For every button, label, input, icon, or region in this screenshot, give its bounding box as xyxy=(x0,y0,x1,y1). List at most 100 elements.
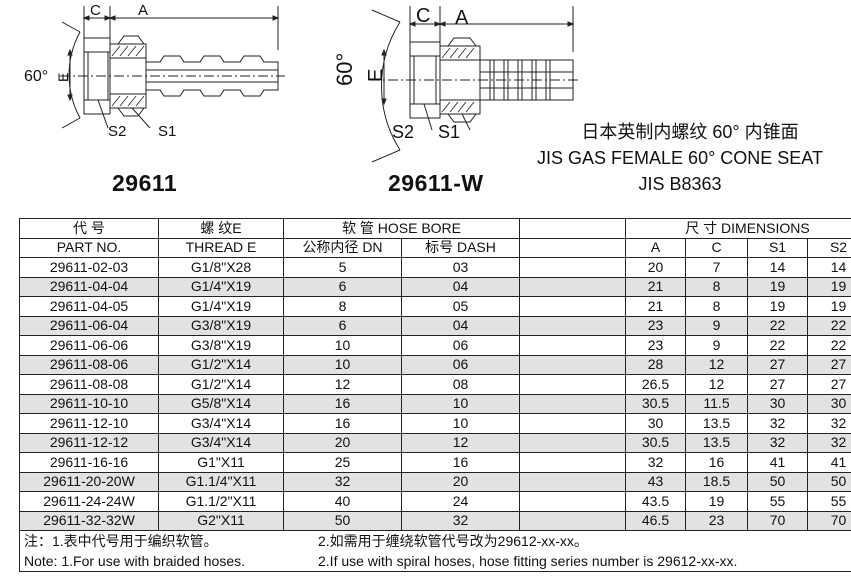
cell-s1: 27 xyxy=(747,354,808,375)
cell-dash: 05 xyxy=(401,296,520,317)
cell-s1: 41 xyxy=(747,452,808,473)
note-cn-1: 注：1.表中代号用于编织软管。 xyxy=(24,533,218,549)
cell-part: 29611-04-04 xyxy=(19,276,159,297)
cell-dash: 12 xyxy=(401,432,520,453)
title-chinese: 日本英制内螺纹 60° 内锥面 xyxy=(581,122,799,142)
hdr-s2: S2 xyxy=(806,237,851,258)
hdr-a: A xyxy=(625,237,686,258)
cell-s2: 32 xyxy=(806,432,851,453)
cell-thread: G1/4"X19 xyxy=(158,276,284,297)
fitting-drawings: C A 60° E S2 S1 C A 60° E S2 S1 xyxy=(24,2,580,163)
cell-thread: G1/4"X19 xyxy=(158,296,284,317)
cell-s1: 32 xyxy=(747,432,808,453)
cell-part: 29611-06-06 xyxy=(19,335,159,356)
cell-dn: 32 xyxy=(283,471,402,492)
cell-s1: 32 xyxy=(747,413,808,434)
cell-s1: 30 xyxy=(747,393,808,414)
cell-s1: 70 xyxy=(747,510,808,531)
hdr-blank-2 xyxy=(519,237,626,258)
cell-dn: 8 xyxy=(283,296,402,317)
cell-s2: 27 xyxy=(806,354,851,375)
cell-dn: 6 xyxy=(283,276,402,297)
cell-a: 30.5 xyxy=(625,393,686,414)
cell-c: 23 xyxy=(685,510,748,531)
right-angle: 60° xyxy=(332,53,357,86)
cell-part: 29611-32-32W xyxy=(19,510,159,531)
cell-blank xyxy=(519,413,626,434)
header-row-2: PART NO. THREAD E 公称内径 DN 标号 DASH A C S1… xyxy=(19,237,851,258)
cell-blank xyxy=(519,374,626,395)
note-en-1: Note: 1.For use with braided hoses. xyxy=(24,553,246,569)
cell-c: 7 xyxy=(685,257,748,278)
cell-a: 21 xyxy=(625,276,686,297)
cell-part: 29611-16-16 xyxy=(19,452,159,473)
hdr-dash: 标号 DASH xyxy=(401,237,520,258)
cell-thread: G3/4"X14 xyxy=(158,413,284,434)
hdr-part-no: PART NO. xyxy=(19,237,159,258)
cell-blank xyxy=(519,432,626,453)
left-dim-e: E xyxy=(55,73,71,82)
hdr-thread-cn: 螺 纹E xyxy=(158,218,284,239)
right-dim-e: E xyxy=(365,69,387,82)
cell-dn: 12 xyxy=(283,374,402,395)
cell-c: 13.5 xyxy=(685,432,748,453)
cell-part: 29611-12-10 xyxy=(19,413,159,434)
notes-en-line: Note: 1.For use with braided hoses. 2.If… xyxy=(24,551,851,571)
cell-thread: G1/2"X14 xyxy=(158,354,284,375)
cell-part: 29611-02-03 xyxy=(19,257,159,278)
cell-s2: 30 xyxy=(806,393,851,414)
cell-a: 23 xyxy=(625,335,686,356)
cell-c: 8 xyxy=(685,296,748,317)
cell-blank xyxy=(519,471,626,492)
model-29611-w-label: 29611-W xyxy=(388,170,484,196)
left-s1: S1 xyxy=(158,123,176,140)
note-en-2: 2.If use with spiral hoses, hose fitting… xyxy=(318,553,738,569)
cell-dn: 5 xyxy=(283,257,402,278)
cell-dash: 03 xyxy=(401,257,520,278)
cell-thread: G1"X11 xyxy=(158,452,284,473)
cell-s2: 22 xyxy=(806,315,851,336)
cell-a: 21 xyxy=(625,296,686,317)
cell-a: 43 xyxy=(625,471,686,492)
cell-a: 43.5 xyxy=(625,491,686,512)
cell-a: 28 xyxy=(625,354,686,375)
cell-c: 12 xyxy=(685,354,748,375)
title-standard: JIS B8363 xyxy=(638,174,722,194)
cell-c: 12 xyxy=(685,374,748,395)
cell-blank xyxy=(519,393,626,414)
cell-a: 23 xyxy=(625,315,686,336)
cell-dash: 20 xyxy=(401,471,520,492)
cell-blank xyxy=(519,452,626,473)
cell-a: 30 xyxy=(625,413,686,434)
cell-dash: 24 xyxy=(401,491,520,512)
cell-s2: 14 xyxy=(806,257,851,278)
cell-dash: 10 xyxy=(401,413,520,434)
cell-c: 16 xyxy=(685,452,748,473)
right-dim-a: A xyxy=(455,7,469,29)
cell-s2: 50 xyxy=(806,471,851,492)
cell-dash: 08 xyxy=(401,374,520,395)
cell-s1: 19 xyxy=(747,276,808,297)
cell-thread: G2"X11 xyxy=(158,510,284,531)
cell-dash: 04 xyxy=(401,276,520,297)
hdr-hose-bore: 软 管 HOSE BORE xyxy=(283,218,520,239)
cell-c: 13.5 xyxy=(685,413,748,434)
cell-s1: 27 xyxy=(747,374,808,395)
cell-s2: 41 xyxy=(806,452,851,473)
cell-blank xyxy=(519,315,626,336)
right-s2: S2 xyxy=(392,122,414,142)
left-dim-a: A xyxy=(138,2,148,19)
left-angle: 60° xyxy=(24,68,48,85)
cell-dn: 10 xyxy=(283,335,402,356)
cell-s1: 22 xyxy=(747,335,808,356)
cell-thread: G1/8"X28 xyxy=(158,257,284,278)
